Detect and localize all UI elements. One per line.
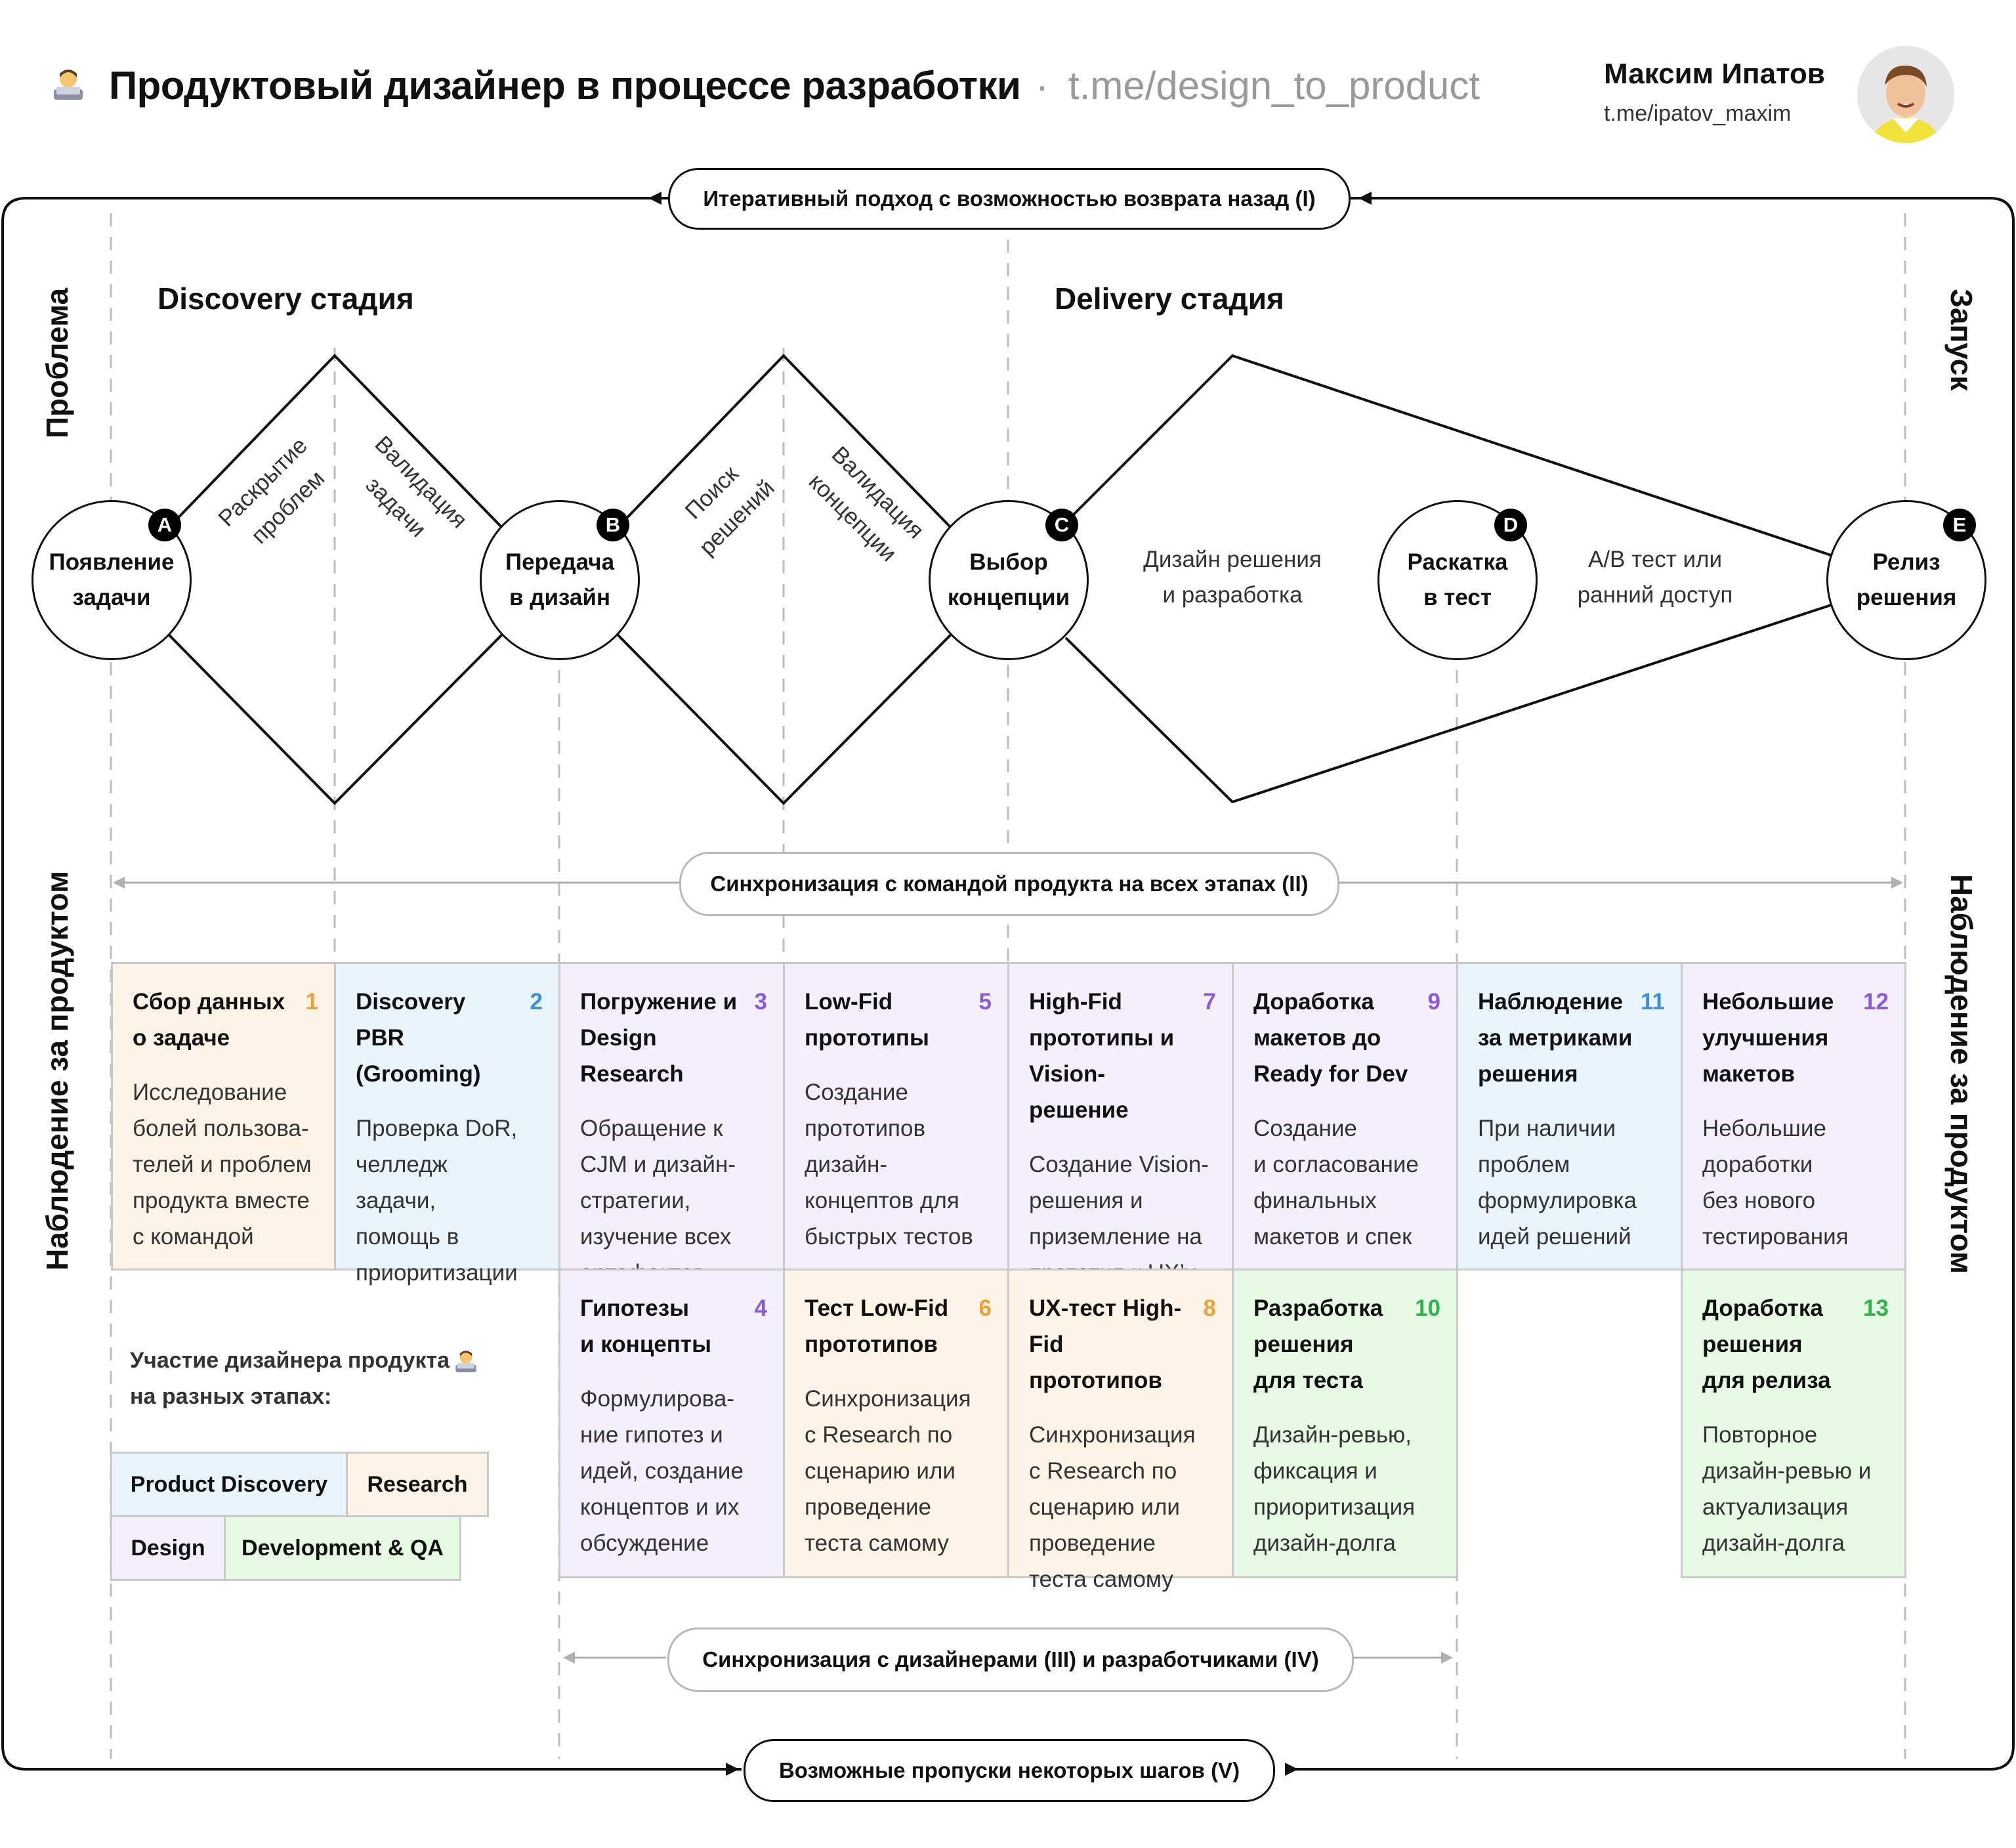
- card-2-desc: Проверка DoR, челледж задачи, помощь в п…: [356, 1116, 518, 1286]
- node-a: Появление задачи: [32, 500, 192, 660]
- card-8-number: 8: [1203, 1295, 1216, 1321]
- card-8: UX-тест High- Fid прототипов 8 Синхрониз…: [1007, 1269, 1234, 1592]
- legend-product-discovery: Product Discovery: [110, 1452, 348, 1517]
- card-8-desc: Синхронизация с Research по сценарию или…: [1029, 1422, 1196, 1592]
- card-6: Тест Low-Fid прототипов 6 Синхронизация …: [783, 1269, 1009, 1578]
- card-8-title: UX-тест High- Fid прототипов: [1029, 1295, 1182, 1393]
- card-10-title: Разработка решения для теста: [1253, 1295, 1383, 1393]
- badge-e: E: [1943, 509, 1976, 541]
- observe-right-label: Наблюдение за продуктом: [1944, 874, 1979, 1274]
- technologist-emoji-icon: [50, 66, 87, 102]
- legend-research: Research: [346, 1452, 489, 1517]
- delivery-stage-label: Delivery стадия: [1055, 282, 1284, 316]
- card-2-title: Discovery PBR (Grooming): [356, 989, 481, 1087]
- badge-a: A: [148, 509, 181, 541]
- node-e: Релиз решения: [1826, 500, 1986, 660]
- author-link[interactable]: t.me/ipatov_maxim: [1604, 101, 1792, 126]
- design-dev-label: Дизайн решения и разработка: [1143, 547, 1322, 608]
- card-1: Сбор данных о задаче 1 Исследование боле…: [111, 962, 336, 1270]
- card-3: Погружение и Design Research 3 Обращение…: [558, 962, 785, 1286]
- double-diamond-lines: [167, 354, 1832, 805]
- card-11-number: 11: [1641, 989, 1665, 1015]
- card-13: Доработка решения для релиза 13 Повторно…: [1681, 1269, 1906, 1578]
- legend-title: Участие дизайнера продукта на разных эта…: [130, 1348, 450, 1409]
- card-2-number: 2: [530, 989, 543, 1015]
- card-5-desc: Создание прототипов дизайн- концептов дл…: [805, 1080, 973, 1250]
- card-4-desc: Формулирова- ние гипотез и идей, создани…: [580, 1386, 744, 1556]
- avatar: [1857, 46, 1954, 143]
- card-6-title: Тест Low-Fid прототипов: [805, 1295, 949, 1357]
- sync-designers-pill: Синхронизация с дизайнерами (III) и разр…: [667, 1628, 1354, 1692]
- card-4: Гипотезы и концепты 4 Формулирова- ние г…: [558, 1269, 785, 1578]
- arrow-right-bottom: [726, 1763, 739, 1776]
- channel-link[interactable]: t.me/design_to_product: [1068, 64, 1480, 108]
- title-separator: ·: [1036, 64, 1049, 108]
- launch-label: Запуск: [1944, 289, 1979, 391]
- legend-design: Design: [110, 1515, 226, 1581]
- card-7-title: High-Fid прототипы и Vision-решение: [1029, 989, 1175, 1123]
- badge-b: B: [597, 509, 629, 541]
- card-5: Low-Fid прототипы 5 Создание прототипов …: [783, 962, 1009, 1270]
- card-13-title: Доработка решения для релиза: [1702, 1295, 1831, 1393]
- card-6-desc: Синхронизация с Research по сценарию или…: [805, 1386, 971, 1556]
- card-4-title: Гипотезы и концепты: [580, 1295, 711, 1357]
- card-13-number: 13: [1863, 1295, 1889, 1321]
- card-5-number: 5: [978, 989, 992, 1015]
- card-12-desc: Небольшие доработки без нового тестирова…: [1702, 1116, 1849, 1250]
- card-5-title: Low-Fid прототипы: [805, 989, 929, 1051]
- arrow-right-bottom2: [1285, 1763, 1298, 1776]
- outer-frame: [1, 197, 2015, 1771]
- card-9: Доработка макетов до Ready for Dev 9 Соз…: [1232, 962, 1458, 1270]
- card-13-desc: Повторное дизайн-ревью и актуализация ди…: [1702, 1422, 1872, 1556]
- badge-c: C: [1045, 509, 1078, 541]
- card-12-number: 12: [1863, 989, 1889, 1015]
- card-9-desc: Создание и согласование финальных макето…: [1253, 1116, 1419, 1250]
- card-3-title: Погружение и Design Research: [580, 989, 738, 1087]
- sync-team-pill: Синхронизация с командой продукта на все…: [679, 852, 1339, 916]
- card-4-number: 4: [754, 1295, 767, 1321]
- node-e-label: Релиз решения: [1856, 549, 1957, 610]
- card-12-title: Небольшие улучшения макетов: [1702, 989, 1834, 1087]
- card-2: Discovery PBR (Grooming) 2 Проверка DoR,…: [334, 962, 560, 1286]
- badge-d: D: [1494, 509, 1527, 541]
- card-10-desc: Дизайн-ревью, фиксация и приоритизация д…: [1253, 1422, 1416, 1556]
- card-10-number: 10: [1415, 1295, 1440, 1321]
- card-11: Наблюдение за метриками решения 11 При н…: [1456, 962, 1683, 1270]
- card-9-title: Доработка макетов до Ready for Dev: [1253, 989, 1408, 1087]
- node-c-label: Выбор концепции: [947, 549, 1070, 610]
- legend-technologist-emoji-icon: [453, 1348, 479, 1374]
- card-1-number: 1: [305, 989, 318, 1015]
- card-7: High-Fid прототипы и Vision-решение 7 Со…: [1007, 962, 1234, 1286]
- card-3-number: 3: [754, 989, 767, 1015]
- skips-pill: Возможные пропуски некоторых шагов (V): [744, 1739, 1275, 1802]
- card-12: Небольшие улучшения макетов 12 Небольшие…: [1681, 962, 1906, 1270]
- card-11-title: Наблюдение за метриками решения: [1478, 989, 1633, 1087]
- card-1-desc: Исследование болей пользова- телей и про…: [133, 1080, 312, 1250]
- card-6-number: 6: [978, 1295, 992, 1321]
- node-b-label: Передача в дизайн: [505, 549, 615, 610]
- discovery-stage-label: Discovery стадия: [158, 282, 414, 316]
- iterative-approach-pill: Итеративный подход с возможностью возвра…: [668, 168, 1351, 230]
- node-d-label: Раскатка в тест: [1407, 549, 1508, 610]
- card-10: Разработка решения для теста 10 Дизайн-р…: [1232, 1269, 1458, 1578]
- ab-test-label: A/B тест или ранний доступ: [1577, 547, 1733, 608]
- arrow-left-top: [648, 192, 662, 205]
- card-7-number: 7: [1203, 989, 1216, 1015]
- legend-development-qa: Development & QA: [224, 1515, 461, 1581]
- card-9-number: 9: [1427, 989, 1440, 1015]
- node-a-label: Появление задачи: [49, 549, 175, 610]
- arrow-left-top2: [1358, 192, 1372, 205]
- page-title: Продуктовый дизайнер в процессе разработ…: [109, 64, 1021, 108]
- problem-label: Проблема: [40, 287, 74, 438]
- author-name: Максим Ипатов: [1604, 58, 1825, 90]
- observe-left-label: Наблюдение за продуктом: [40, 871, 74, 1270]
- card-3-desc: Обращение к CJM и дизайн- стратегии, изу…: [580, 1116, 736, 1286]
- card-11-desc: При наличии проблем формулировка идей ре…: [1478, 1116, 1637, 1250]
- card-1-title: Сбор данных о задаче: [133, 989, 285, 1051]
